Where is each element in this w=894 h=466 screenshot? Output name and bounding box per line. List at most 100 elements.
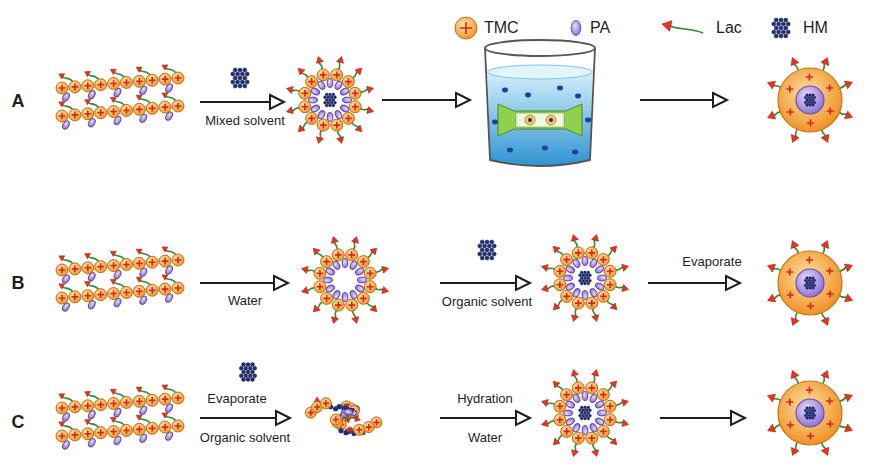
hm-dot — [549, 118, 553, 122]
charge-sign — [149, 77, 156, 84]
lac-chain — [140, 418, 150, 424]
charge-sign — [84, 110, 91, 117]
pa-unit — [572, 258, 581, 269]
hm-dot — [587, 412, 590, 415]
hm-dot — [587, 282, 590, 285]
charge-sign — [588, 300, 595, 307]
row-letter: C — [12, 412, 25, 433]
tmc-bead — [133, 395, 145, 407]
hm-dot — [233, 84, 237, 88]
hm-dot — [806, 104, 809, 107]
tmc-bead — [572, 247, 584, 259]
hm-dot — [804, 414, 807, 417]
hm-dot — [812, 287, 815, 290]
arrow-head — [276, 411, 290, 425]
lac-head — [136, 67, 142, 72]
hm-dot — [236, 72, 240, 76]
lac-chain — [89, 102, 99, 108]
hm-dot — [810, 414, 813, 417]
hm-dot — [807, 279, 810, 282]
lac-head — [622, 420, 629, 427]
lac-head — [136, 415, 142, 420]
tmc-bead — [586, 297, 598, 309]
hm-dot — [244, 374, 248, 378]
lac-chain — [89, 256, 99, 262]
hm-dot — [812, 417, 815, 420]
lac-head — [298, 68, 305, 75]
charge-sign — [827, 108, 834, 115]
hm-dot — [327, 96, 330, 99]
tmc-bead — [159, 393, 171, 405]
lac-head — [85, 392, 91, 397]
charge-sign — [314, 404, 320, 410]
hm-dot — [582, 409, 585, 412]
tmc-bead — [357, 292, 369, 304]
hm-dot — [809, 94, 812, 97]
charge-sign — [72, 266, 79, 273]
legend-label: PA — [590, 19, 610, 37]
pa-unit — [589, 393, 598, 404]
charge-sign — [59, 405, 66, 412]
hm-dot — [774, 34, 778, 38]
charge-sign — [175, 103, 182, 110]
pa-unit — [317, 109, 326, 120]
hm-dot — [582, 274, 585, 277]
lac-head — [352, 317, 359, 324]
lac-chain — [115, 254, 125, 260]
tmc-bead — [82, 290, 94, 302]
tmc-bead — [172, 254, 184, 266]
tmc-bead — [120, 104, 132, 116]
lac-head — [571, 450, 578, 457]
hm-dot — [812, 412, 815, 415]
solvent-dot — [557, 86, 563, 91]
process-arrow — [200, 101, 271, 103]
lac-head — [370, 248, 377, 255]
hm-dot — [810, 409, 813, 412]
charge-sign — [136, 426, 143, 433]
arrow-head — [731, 411, 745, 425]
pa-unit — [325, 267, 336, 276]
hm-dot — [781, 22, 785, 26]
lac-head — [352, 237, 359, 244]
charge-sign — [827, 421, 834, 428]
charge-sign — [806, 387, 813, 394]
hm-dot — [329, 93, 332, 96]
tmc-bead — [146, 102, 158, 114]
legend-label: HM — [803, 19, 828, 37]
lac-head — [821, 134, 829, 142]
tmc-bead — [95, 289, 107, 301]
hm-dot — [242, 370, 246, 374]
charge-sign — [557, 281, 564, 288]
charge-sign — [575, 435, 582, 442]
hm-dot — [485, 256, 489, 260]
lac-chain — [63, 258, 73, 264]
lac-head — [367, 107, 374, 114]
hm-dot — [245, 80, 249, 84]
charge-sign — [352, 90, 359, 97]
pa-unit — [325, 284, 336, 293]
lac-head — [59, 284, 65, 289]
lac-head — [367, 86, 374, 93]
hm-dot — [806, 277, 809, 280]
tmc-bead — [95, 399, 107, 411]
tmc-bead — [108, 78, 120, 90]
pa-unit — [324, 277, 333, 283]
micelle-small — [546, 115, 556, 125]
charge-sign — [110, 400, 117, 407]
tmc-bead — [172, 100, 184, 112]
process-arrow — [440, 417, 517, 419]
charge-sign — [84, 292, 91, 299]
tmc-bead — [364, 267, 376, 279]
tmc-bead — [172, 72, 184, 84]
tmc-bead — [69, 263, 81, 275]
lac-head — [610, 303, 617, 310]
lac-chain — [89, 422, 99, 428]
charge-sign — [59, 433, 66, 440]
pa-unit — [354, 284, 365, 293]
charge-sign — [335, 252, 342, 259]
charge-sign — [323, 400, 329, 406]
lac-head — [622, 399, 629, 406]
pa-unit — [349, 289, 358, 300]
charge-sign — [575, 250, 582, 257]
solvent-dot — [575, 94, 581, 99]
